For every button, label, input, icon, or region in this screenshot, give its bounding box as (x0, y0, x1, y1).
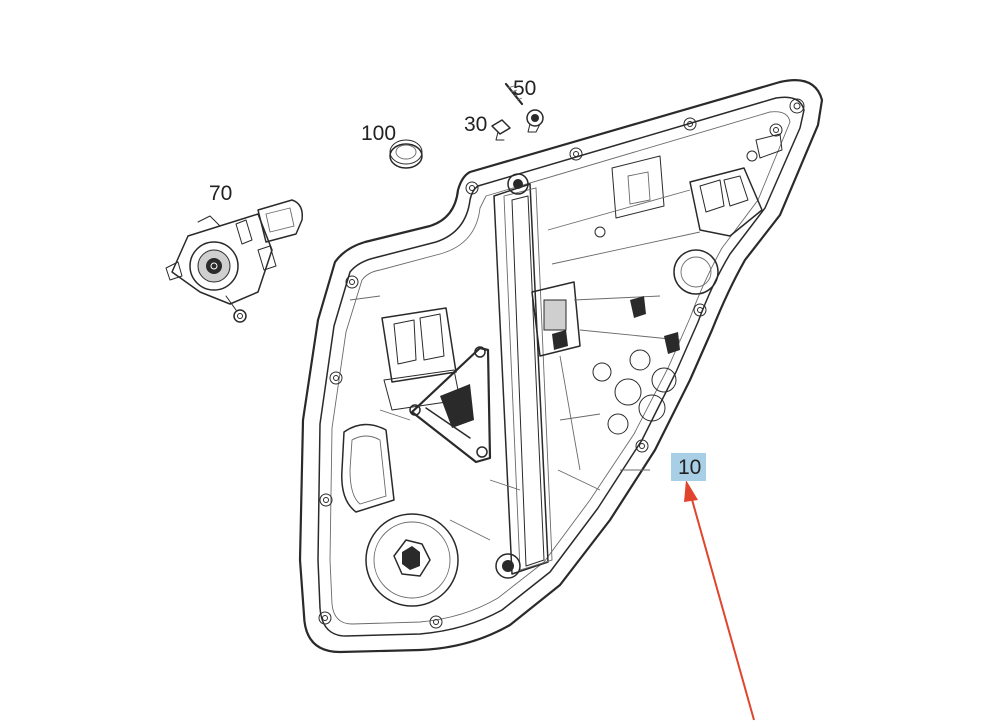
regulator-rail (493, 173, 681, 579)
callout-part-100: 100 (361, 122, 397, 145)
callout-part-30: 30 (464, 113, 488, 136)
callout-part-70: 70 (209, 182, 233, 205)
clip-drawing (491, 119, 511, 141)
callout-part-50: 50 (513, 77, 537, 100)
lightening-holes (592, 249, 719, 435)
round-plug-drawing (389, 139, 423, 169)
screw-drawing (504, 82, 544, 133)
window-motor-drawing (165, 199, 304, 323)
callout-part-10-highlighted[interactable]: 10 (671, 453, 707, 481)
pointer-arrow (684, 480, 755, 721)
mounting-holes (318, 98, 805, 629)
lower-round-hole (365, 513, 459, 607)
latch-housing (611, 133, 783, 237)
door-module-carrier-drawing (298, 79, 824, 654)
lower-pocket (341, 423, 395, 513)
panel-ribs (349, 189, 701, 541)
cross-bracket (409, 346, 492, 464)
